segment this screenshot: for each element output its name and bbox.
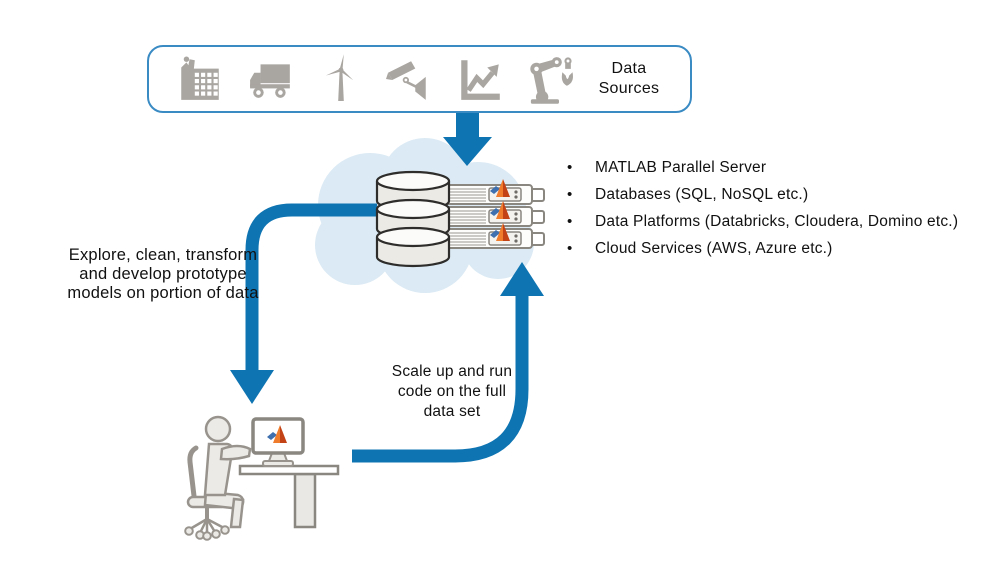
capabilities-list: • MATLAB Parallel Server • Databases (SQ…: [567, 159, 987, 267]
note-line: Explore, clean, transform: [68, 246, 258, 264]
capability-text: Data Platforms (Databricks, Cloudera, Do…: [595, 213, 959, 230]
wind-turbine-icon: [325, 54, 353, 101]
list-item: • Data Platforms (Databricks, Cloudera, …: [567, 213, 987, 240]
line-chart-icon: [461, 60, 501, 100]
bullet-icon: •: [567, 186, 573, 203]
data-sources-label: Data Sources: [598, 60, 660, 97]
note-line: and develop prototype: [79, 265, 247, 283]
arrow-workstation-to-cloud: [352, 262, 544, 463]
capability-text: Cloud Services (AWS, Azure etc.): [595, 240, 833, 257]
note-line: Scale up and run: [391, 363, 513, 380]
data-sources-box: Data Sources: [147, 45, 692, 113]
server-node: [443, 223, 545, 249]
database-icon: [375, 170, 451, 268]
arrow-sources-to-cloud: [443, 112, 492, 166]
factory-icon: [181, 56, 219, 100]
bullet-icon: •: [567, 240, 573, 257]
capability-text: Databases (SQL, NoSQL etc.): [595, 186, 809, 203]
note-line: data set: [423, 403, 481, 420]
scale-up-note: Scale up and run code on the full data s…: [362, 362, 542, 422]
desk: [238, 464, 340, 529]
bullet-icon: •: [567, 213, 573, 230]
workstation-scene: [184, 415, 340, 541]
capability-text: MATLAB Parallel Server: [595, 159, 767, 176]
robot-arm-icon: [530, 57, 574, 104]
bullet-icon: •: [567, 159, 573, 176]
delivery-truck-icon: [249, 64, 290, 98]
list-item: • Cloud Services (AWS, Azure etc.): [567, 240, 987, 267]
list-item: • Databases (SQL, NoSQL etc.): [567, 186, 987, 213]
note-line: models on portion of data: [67, 284, 259, 302]
note-line: code on the full: [397, 383, 507, 400]
arrow-cloud-to-workstation: [230, 203, 377, 404]
server-node: [443, 179, 545, 205]
person-icon: [203, 415, 252, 529]
security-camera-icon: [386, 61, 427, 100]
monitor-icon: [251, 417, 305, 467]
explore-note: Explore, clean, transform and develop pr…: [18, 246, 308, 303]
list-item: • MATLAB Parallel Server: [567, 159, 987, 186]
parallel-server-nodes: [443, 179, 545, 249]
office-chair: [184, 445, 230, 541]
